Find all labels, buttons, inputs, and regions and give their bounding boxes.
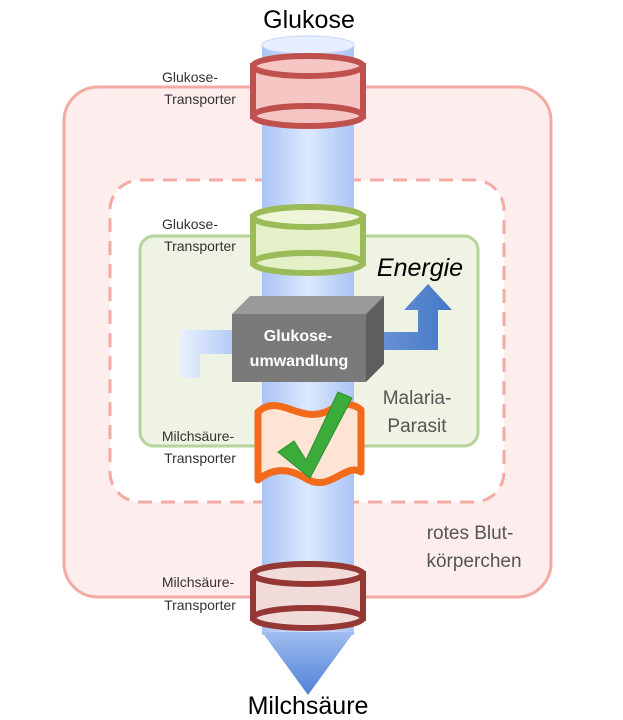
glucose-title: Glukose [263,6,355,34]
energy-arrow-icon [370,284,452,350]
energy-label: Energie [377,254,463,282]
rbc-label-1: rotes Blut- [427,523,514,544]
glucose-tube-top [261,35,355,55]
glucose-transporter-parasite-label-2: Transporter [164,238,236,254]
rbc-label-2: körperchen [426,551,521,572]
glucose-conversion-box [232,296,384,382]
lactate-title: Milchsäure [248,692,369,720]
conversion-label-1: Glukose- [264,328,332,345]
glucose-transporter-parasite [250,204,366,276]
lactate-transporter-rbc-label-1: Milchsäure- [162,574,235,590]
conversion-label-2: umwandlung [250,353,349,370]
lactate-arrow-tip [262,632,354,695]
glucose-transporter-parasite-label-1: Glukose- [162,216,218,232]
lactate-transporter-parasite-label-1: Milchsäure- [162,428,235,444]
lactate-transporter-parasite-label-2: Transporter [164,450,236,466]
check-icon [277,391,353,479]
glucose-transporter-rbc-label-1: Glukose- [162,69,218,85]
parasite-label-1: Malaria- [383,388,452,409]
glucose-transporter-rbc [250,53,366,129]
glucose-transporter-rbc-label-2: Transporter [164,91,236,107]
lactate-transporter-rbc-label-2: Transporter [164,597,236,613]
parasite-label-2: Parasit [387,416,447,437]
input-arrow-icon [180,330,232,378]
lactate-transporter-rbc [250,561,366,631]
